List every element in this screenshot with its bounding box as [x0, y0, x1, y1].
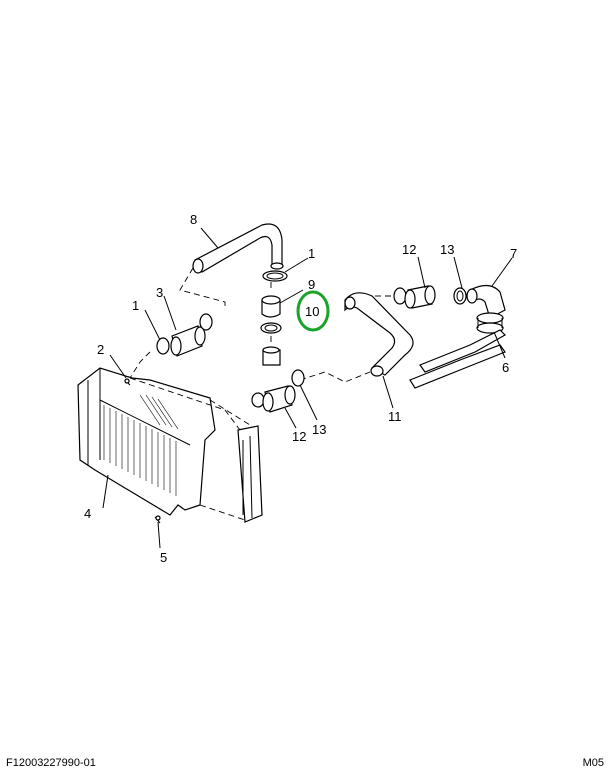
- pipe-stub: [262, 346, 281, 366]
- sheet-label: M05: [582, 757, 604, 769]
- callout-13-lower: 13: [312, 422, 326, 437]
- figure-id: F12003227990-01: [6, 757, 96, 769]
- clamp-1-upper: [262, 270, 288, 282]
- callout-3: 3: [156, 285, 163, 300]
- hose-8: [192, 223, 284, 274]
- hose-11: [344, 292, 414, 377]
- callout-13-upper: 13: [440, 242, 454, 257]
- callout-10: 10: [305, 304, 319, 319]
- callout-12-lower: 12: [292, 429, 306, 444]
- bracket-6: [409, 312, 506, 389]
- radiator-assembly: [77, 367, 263, 524]
- elbow-7: [466, 284, 506, 319]
- callout-11: 11: [388, 409, 402, 424]
- ring-10: [260, 322, 282, 334]
- coupler-12-lower: [251, 369, 305, 413]
- callout-1-left: 1: [132, 298, 139, 313]
- sleeve-9: [261, 295, 281, 318]
- callout-7: 7: [510, 246, 517, 261]
- callout-12-upper: 12: [402, 242, 416, 257]
- highlight-circle: [296, 290, 330, 332]
- clamp-13-upper: [453, 287, 467, 305]
- callout-2: 2: [97, 342, 104, 357]
- callout-1-upper: 1: [308, 246, 315, 261]
- callout-6: 6: [502, 360, 509, 375]
- callout-8: 8: [190, 212, 197, 227]
- coupler-12-upper: [393, 285, 436, 309]
- callout-9: 9: [308, 277, 315, 292]
- callout-5: 5: [160, 550, 167, 565]
- coupler-3: [156, 313, 213, 357]
- leader-lines: [102, 227, 513, 549]
- callout-4: 4: [84, 506, 91, 521]
